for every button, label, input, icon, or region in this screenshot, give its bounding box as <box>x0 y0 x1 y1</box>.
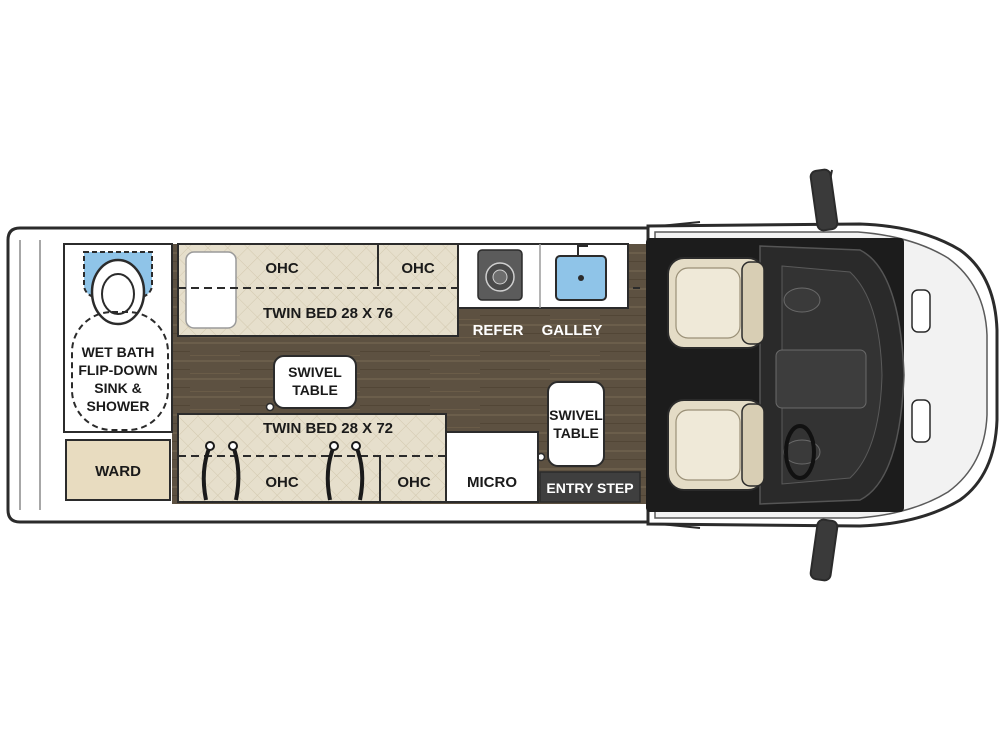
steering-wheel-icon <box>784 424 816 480</box>
swivel-table-center-line-2: TABLE <box>292 382 338 398</box>
swivel-table-entry-line-1: SWIVEL <box>549 407 603 423</box>
twin-bed-bottom-label: TWIN BED 28 X 72 <box>263 420 393 437</box>
swivel-table-entry-line-2: TABLE <box>553 425 599 441</box>
galley-label: GALLEY <box>542 322 603 339</box>
twin-bed-top: OHC OHC TWIN BED 28 X 76 <box>177 243 640 337</box>
seat-belt-icon <box>201 441 241 501</box>
wet-bath-line-4: SHOWER <box>87 398 150 414</box>
ohc-bottom-2: OHC <box>397 474 431 491</box>
driver-seat-icon <box>667 399 765 491</box>
ohc-bottom-1: OHC <box>265 474 299 491</box>
wet-bath-line-3: SINK & <box>94 380 141 396</box>
swivel-table-center: SWIVEL TABLE <box>265 355 357 412</box>
seat-belt-icon <box>325 441 365 501</box>
mirror-bottom-icon <box>809 518 839 582</box>
ward-label: WARD <box>95 463 141 480</box>
swivel-table-entry: SWIVEL TABLE <box>536 381 605 467</box>
mirror-top-icon <box>809 168 839 232</box>
micro-label: MICRO <box>467 474 517 491</box>
refer-label: REFER <box>473 322 524 339</box>
wet-bath-line-2: FLIP-DOWN <box>78 362 157 378</box>
microwave: MICRO <box>445 431 539 503</box>
entry-step-label: ENTRY STEP <box>546 480 633 496</box>
passenger-seat-icon <box>667 257 765 349</box>
twin-bed-bottom: TWIN BED 28 X 72 OHC OHC <box>177 413 540 503</box>
faucet-icon <box>578 275 584 281</box>
entry-step: ENTRY STEP <box>539 471 641 503</box>
pillow-icon <box>185 251 237 329</box>
cab <box>667 245 931 505</box>
wet-bath: WET BATH FLIP-DOWN SINK & SHOWER <box>63 243 173 433</box>
galley-counter: REFER GALLEY <box>457 243 629 339</box>
wet-bath-line-1: WET BATH <box>82 344 155 360</box>
wardrobe: WARD <box>65 439 171 501</box>
ohc-top-2: OHC <box>401 260 435 277</box>
ohc-top-1: OHC <box>265 260 299 277</box>
twin-bed-top-label: TWIN BED 28 X 76 <box>263 305 393 322</box>
swivel-table-center-line-1: SWIVEL <box>288 364 342 380</box>
